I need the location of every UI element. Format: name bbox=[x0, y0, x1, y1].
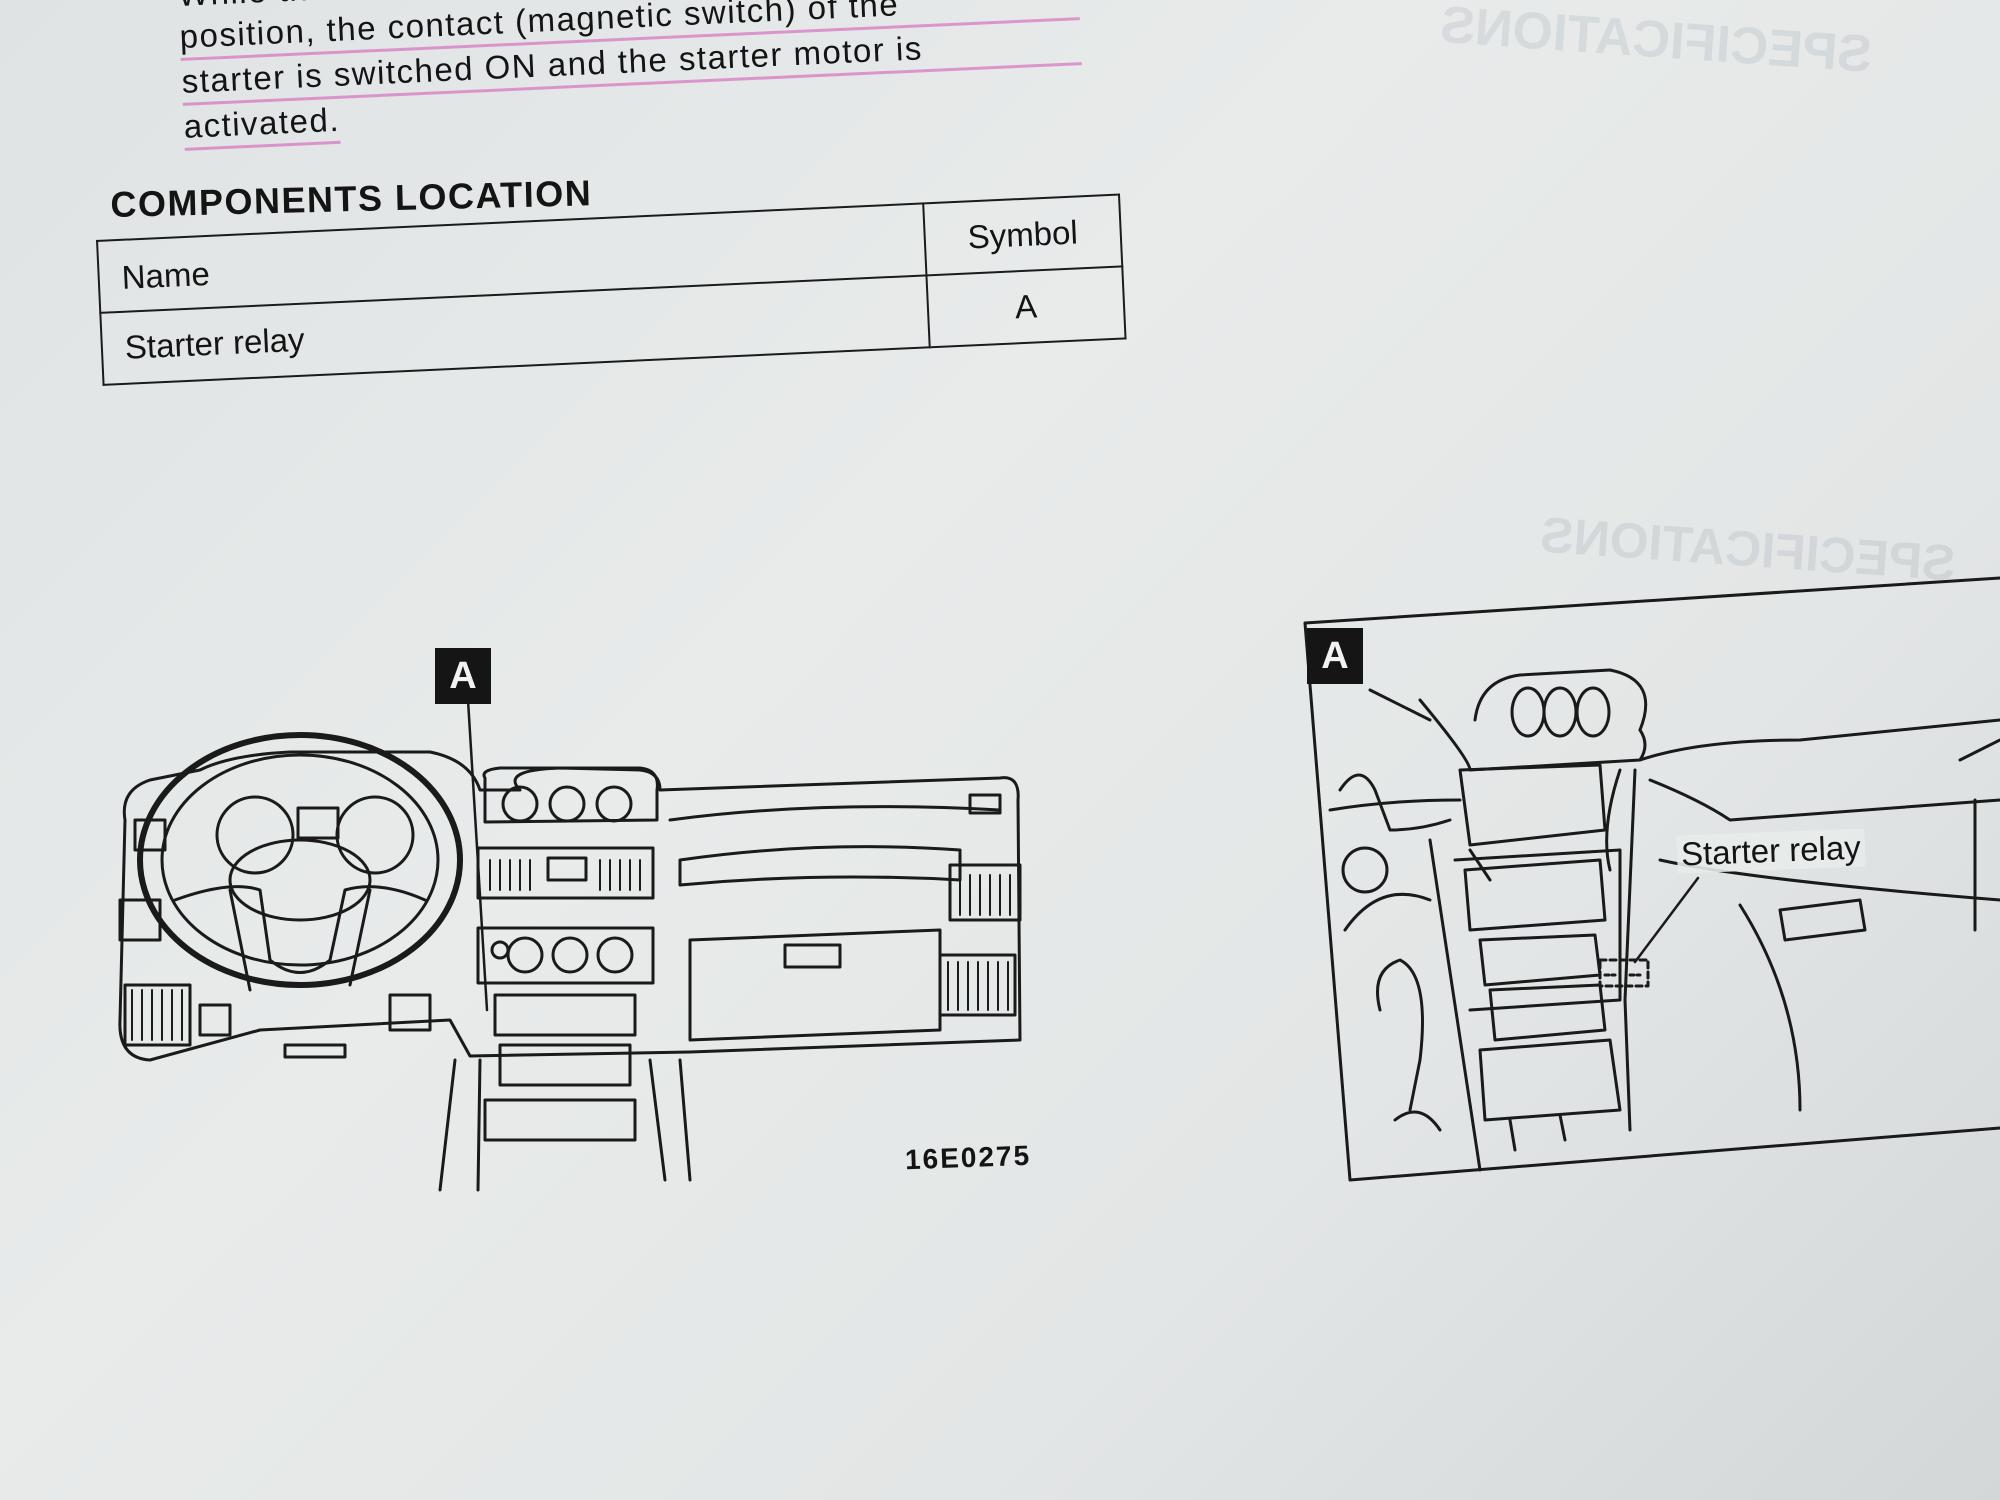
dashboard-detail-drawing bbox=[1303, 576, 2000, 1182]
figure-code: 16E0275 bbox=[904, 1139, 1032, 1176]
detail-label-a: A bbox=[1307, 628, 1363, 684]
dashboard-overview-drawing bbox=[118, 698, 1022, 1192]
starter-relay-callout: Starter relay bbox=[1676, 828, 1866, 874]
overview-label-a: A bbox=[435, 648, 491, 704]
